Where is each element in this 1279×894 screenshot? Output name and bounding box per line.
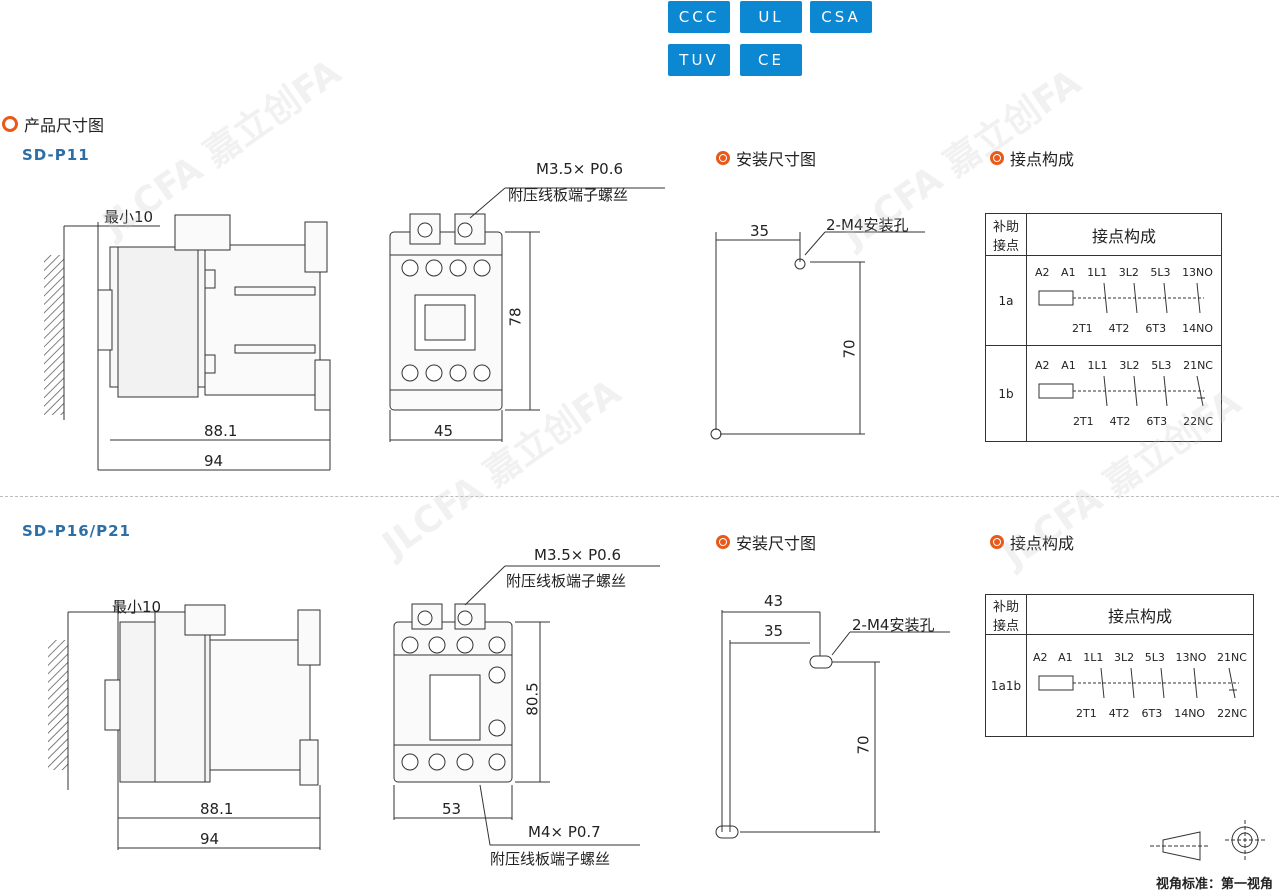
terminal-label: 3L2	[1118, 266, 1139, 279]
terminal-label: 6T3	[1146, 415, 1168, 428]
terminal-label: 22NC	[1183, 415, 1213, 428]
terminal-label: 13NO	[1175, 651, 1207, 664]
mount-x1-2: 43	[764, 592, 784, 610]
table-head-contacts: 接点构成	[1026, 213, 1222, 256]
terminal-label: 1L1	[1083, 651, 1104, 664]
mount-title-text: 安装尺寸图	[736, 150, 817, 169]
screw2-label: M4× P0.7	[528, 823, 601, 841]
section-title-text: 产品尺寸图	[24, 116, 105, 135]
min-label-2: 最小10	[112, 598, 162, 616]
cert-badge-ul: UL	[740, 1, 802, 33]
terminal-label: 5L3	[1151, 359, 1172, 372]
screw-label-1: M3.5× P0.6	[536, 160, 624, 178]
terminal-label: 2T1	[1076, 707, 1097, 720]
contact-symbol	[1038, 667, 1239, 699]
contact-title-2: 接点构成	[990, 530, 1074, 554]
wall-hatch	[44, 255, 64, 415]
terminal-label: 1L1	[1087, 359, 1108, 372]
cert-badge-tuv: TUV	[668, 44, 730, 76]
contact-title-text: 接点构成	[1010, 534, 1075, 553]
terminal-label: A2	[1035, 266, 1050, 279]
terminal-label: 22NC	[1217, 707, 1247, 720]
cert-badge-csa: CSA	[810, 1, 872, 33]
dim-front-w-2: 53	[442, 800, 462, 818]
contact-diagram-1b: A2 A1 1L1 3L2 5L3 21NC 2T1 4T2 6T3 22NC	[1026, 345, 1222, 442]
terminal-label: A2	[1035, 359, 1050, 372]
terminal-label: 14NO	[1174, 707, 1206, 720]
cert-badge-ccc: CCC	[668, 1, 730, 33]
row-label: 1b	[985, 345, 1027, 442]
terminal-label: 5L3	[1144, 651, 1165, 664]
terminal-label: 21NC	[1183, 359, 1213, 372]
dim-w2-1: 94	[204, 452, 224, 470]
projection-label: 视角标准：第一视角	[1155, 877, 1273, 892]
dim-front-h-2: 80.5	[523, 682, 542, 716]
terminal-label: A2	[1033, 651, 1048, 664]
terminal-label: 4T2	[1108, 322, 1130, 335]
terminal-label: 21NC	[1217, 651, 1247, 664]
mount-y-2: 70	[854, 735, 873, 755]
table-head-aux: 补助 接点	[985, 594, 1027, 635]
terminal-label: 14NO	[1182, 322, 1213, 335]
terminal-label: 13NO	[1182, 266, 1213, 279]
model-name-p11: SD-P11	[22, 146, 90, 164]
screw2-desc: 附压线板端子螺丝	[490, 850, 611, 868]
mount-x2-2: 35	[764, 622, 784, 640]
terminal-label: 3L2	[1114, 651, 1135, 664]
terminal-label: 3L2	[1119, 359, 1140, 372]
contact-table-1: 补助 接点 接点构成 1a A2 A1 1L1 3L2 5L3 13NO 2T1…	[985, 213, 1222, 442]
terminal-label: 4T2	[1108, 707, 1130, 720]
dim-w1-1: 88.1	[204, 422, 238, 440]
terminal-label: 2T1	[1071, 322, 1093, 335]
terminal-label: A1	[1058, 651, 1073, 664]
screw-label-2: M3.5× P0.6	[534, 546, 622, 564]
terminal-label: 6T3	[1141, 707, 1163, 720]
circle-bullet-icon	[2, 116, 18, 132]
dim-front-h-1: 78	[506, 307, 525, 327]
section-title: 产品尺寸图	[2, 112, 104, 136]
table-head-aux: 补助 接点	[985, 213, 1027, 256]
contact-title-1: 接点构成	[990, 146, 1074, 170]
mount-holes-2: 2-M4安装孔	[852, 616, 935, 634]
dim-w1-2: 88.1	[200, 800, 234, 818]
mount-y-1: 70	[840, 339, 859, 359]
dim-front-w-1: 45	[434, 422, 454, 440]
terminal-label: A1	[1061, 266, 1076, 279]
mount-title-2: 安装尺寸图	[716, 530, 816, 554]
mount-holes-1: 2-M4安装孔	[826, 216, 909, 234]
terminal-label: 1L1	[1087, 266, 1108, 279]
terminal-label: A1	[1061, 359, 1076, 372]
contact-diagram-1a: A2 A1 1L1 3L2 5L3 13NO 2T1 4T2 6T3 14NO	[1026, 255, 1222, 346]
contact-table-2: 补助 接点 接点构成 1a1b A2 A1 1L1 3L2 5L3 13NO 2…	[985, 594, 1254, 737]
section-divider	[0, 496, 1279, 497]
contact-title-text: 接点构成	[1010, 150, 1075, 169]
model-name-p16: SD-P16/P21	[22, 522, 131, 540]
terminal-label: 6T3	[1145, 322, 1167, 335]
contact-diagram-1a1b: A2 A1 1L1 3L2 5L3 13NO 21NC 2T1 4T2 6T3 …	[1026, 634, 1254, 737]
mount-x-1: 35	[750, 222, 770, 240]
terminal-label: 5L3	[1150, 266, 1171, 279]
cert-badge-ce: CE	[740, 44, 802, 76]
screw-desc-2: 附压线板端子螺丝	[506, 572, 627, 590]
contact-symbol	[1038, 282, 1204, 314]
min-label-1: 最小10	[104, 208, 154, 226]
target-bullet-icon	[990, 151, 1004, 165]
target-bullet-icon	[990, 535, 1004, 549]
dim-w2-2: 94	[200, 830, 220, 848]
mount-title-1: 安装尺寸图	[716, 146, 816, 170]
screw-desc-1: 附压线板端子螺丝	[508, 186, 629, 204]
table-head-contacts: 接点构成	[1026, 594, 1254, 635]
row-label: 1a	[985, 255, 1027, 346]
target-bullet-icon	[716, 151, 730, 165]
terminal-label: 2T1	[1072, 415, 1094, 428]
terminal-label: 4T2	[1109, 415, 1131, 428]
mount-title-text: 安装尺寸图	[736, 534, 817, 553]
row-label: 1a1b	[985, 634, 1027, 737]
contact-symbol	[1038, 375, 1205, 407]
target-bullet-icon	[716, 535, 730, 549]
